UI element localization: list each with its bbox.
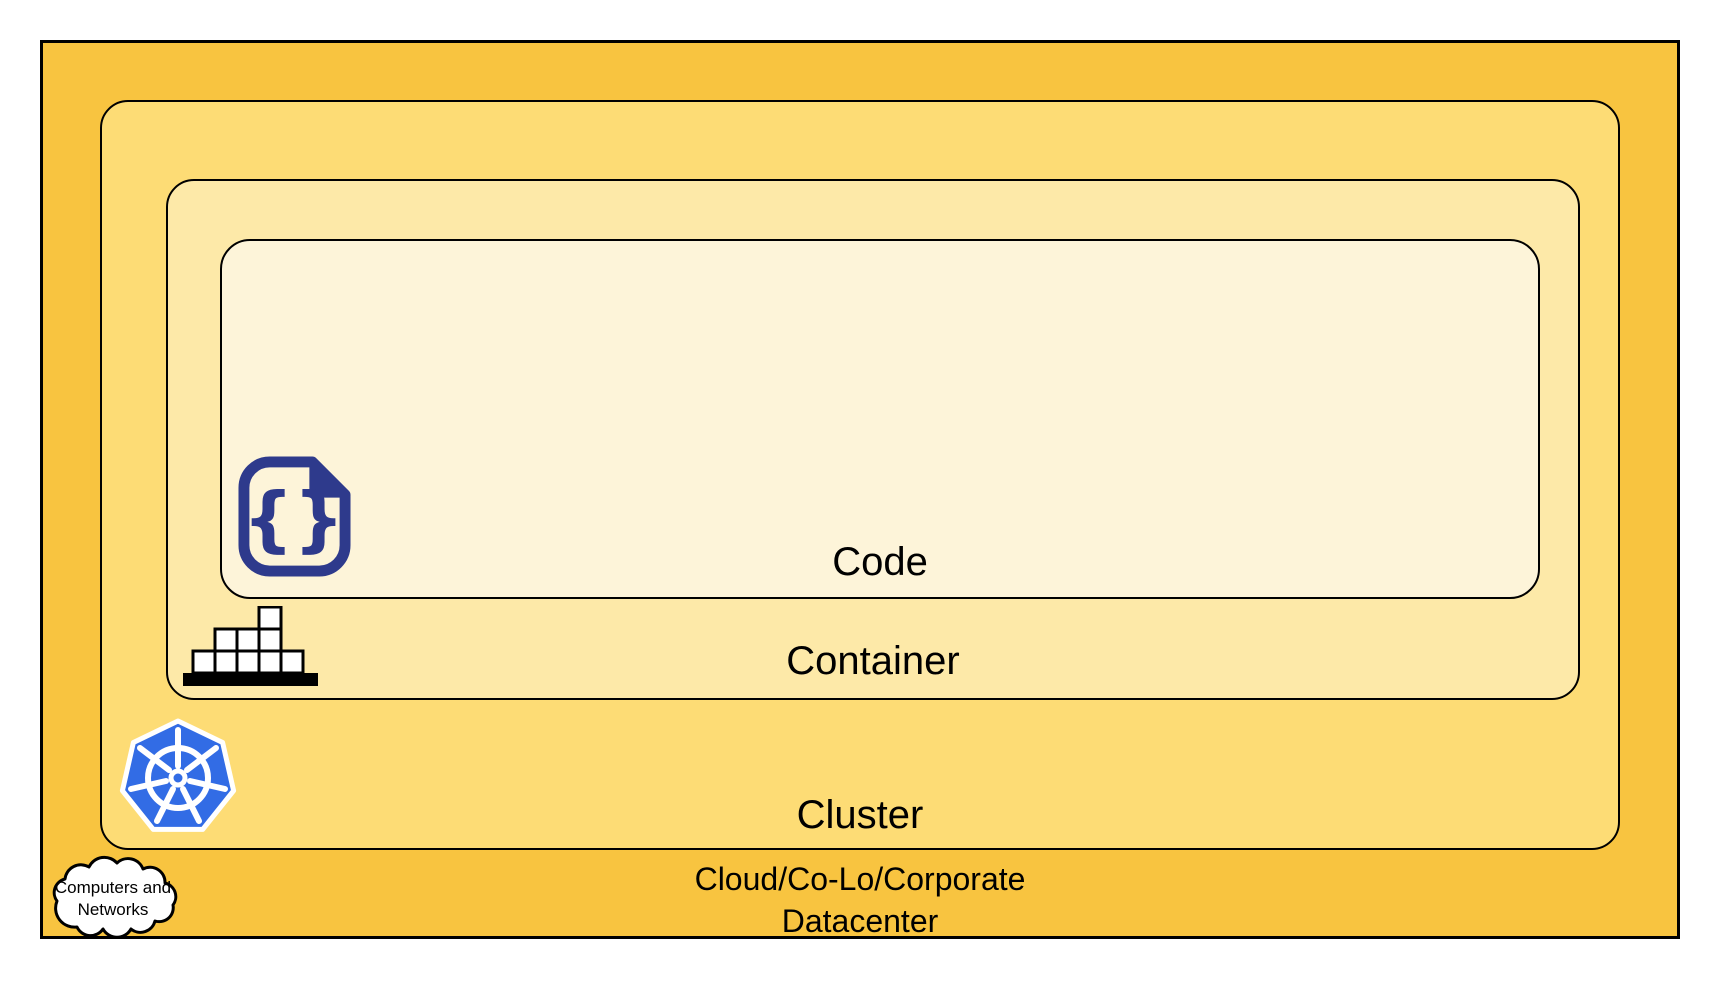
datacenter-label-line2: Datacenter [781,903,939,939]
code-label: Code [832,540,928,584]
layer-datacenter: {} Code [40,40,1680,939]
datacenter-label-line1: Cloud/Co-Lo/Corporate [694,861,1026,897]
container-stack-icon [183,606,318,686]
cluster-label: Cluster [796,793,924,837]
datacenter-label: Cloud/Co-Lo/Corporate Datacenter [43,858,1677,942]
layer-cluster: {} Code [100,100,1620,850]
cloud-label-line2: Networks [78,900,149,919]
code-braces-glyph: {} [243,477,345,560]
layer-code: {} Code [220,239,1540,599]
cloud-label-line1: Computers and [55,878,171,897]
code-file-icon: {} [238,456,351,577]
layer-container: {} Code [166,179,1580,700]
container-label: Container [786,639,960,683]
cloud-icon: Computers and Networks [52,855,178,939]
kubernetes-icon [119,718,237,832]
